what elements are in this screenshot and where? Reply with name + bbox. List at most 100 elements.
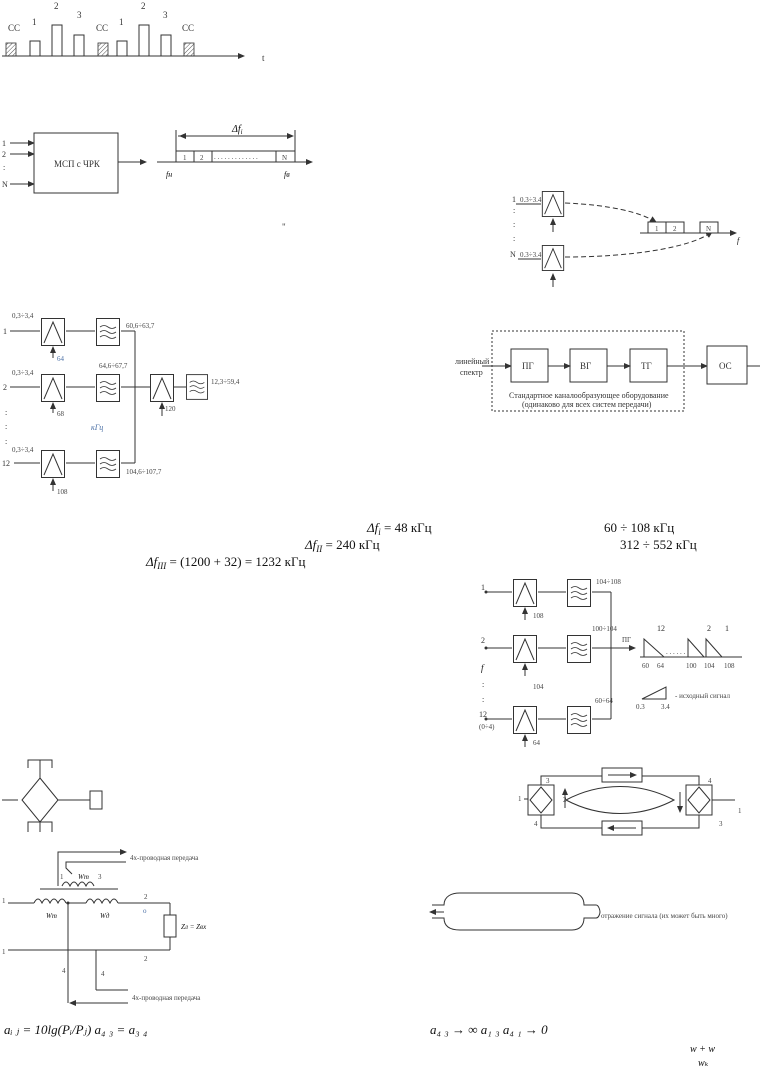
svg-text:Zл = Zвх: Zл = Zвх bbox=[181, 923, 207, 931]
svg-text:1: 1 bbox=[2, 897, 6, 905]
sync-pulse bbox=[5, 42, 17, 57]
svg-text:104,6÷107,7: 104,6÷107,7 bbox=[126, 468, 162, 476]
svg-text:104: 104 bbox=[704, 662, 715, 670]
svg-text:ТГ: ТГ bbox=[641, 361, 652, 371]
channel-pulse bbox=[160, 34, 172, 57]
svg-text:64: 64 bbox=[657, 662, 665, 670]
fdm-row-band: 0.3÷3.4 bbox=[520, 196, 542, 204]
pulse-label: 3 bbox=[77, 10, 82, 20]
tg-block bbox=[629, 348, 668, 383]
equipment-frame bbox=[491, 330, 685, 412]
svg-text:1: 1 bbox=[518, 795, 522, 803]
svg-text:3.4: 3.4 bbox=[661, 703, 670, 711]
svg-text:- исходный сигнал: - исходный сигнал bbox=[675, 692, 731, 700]
attenuation-formula: aᵢ ⱼ = 10lg(Pᵢ/Pⱼ) a₄ ₃ = a₃ ₄ bbox=[4, 1022, 148, 1037]
svg-text:4х-проводная передача: 4х-проводная передача bbox=[130, 854, 199, 862]
msp-block: 1 2 : N МСП с ЧРК Δfi 1 2 . . . . . . . … bbox=[2, 124, 313, 232]
svg-text:1: 1 bbox=[2, 948, 6, 956]
svg-text:100÷104: 100÷104 bbox=[592, 625, 617, 633]
tdm-timeline: СС 1 2 3 СС 1 2 3 СС t bbox=[2, 1, 265, 63]
svg-text:0,3÷3,4: 0,3÷3,4 bbox=[12, 446, 34, 454]
bandwidth-formulas: Δfi = 48 кГц ΔfII = 240 кГц ΔfIII = (120… bbox=[145, 520, 697, 571]
svg-text:(одинаково для всех систем пер: (одинаково для всех систем передачи) bbox=[522, 400, 652, 409]
svg-text:64,6÷67,7: 64,6÷67,7 bbox=[99, 362, 128, 370]
pulse-label: СС bbox=[8, 23, 20, 33]
svg-text:12: 12 bbox=[479, 710, 487, 719]
bottom-formulas: aᵢ ⱼ = 10lg(Pᵢ/Pⱼ) a₄ ₃ = a₃ ₄ a₄ ₃ → ∞ … bbox=[4, 1022, 715, 1069]
channel-pulse bbox=[73, 34, 85, 57]
channel-pulse bbox=[116, 40, 128, 57]
svg-text:ПГ: ПГ bbox=[622, 636, 631, 644]
pulse-label: 2 bbox=[54, 1, 59, 11]
svg-text:3: 3 bbox=[546, 777, 550, 785]
svg-text::: : bbox=[513, 206, 515, 215]
fdm-slot: 1 bbox=[655, 225, 659, 233]
svg-text:отражение сигнала (их может бы: отражение сигнала (их может быть много) bbox=[601, 912, 728, 920]
msp-input-label: N bbox=[2, 180, 8, 189]
svg-text:2: 2 bbox=[144, 893, 148, 901]
svg-text:104: 104 bbox=[533, 683, 544, 691]
svg-text:2: 2 bbox=[144, 955, 148, 963]
msp-input-label: : bbox=[3, 163, 5, 172]
msp-bandwidth-label: Δfi bbox=[231, 124, 243, 136]
svg-text:4: 4 bbox=[534, 820, 538, 828]
svg-text:0,3÷3,4: 0,3÷3,4 bbox=[12, 312, 34, 320]
svg-text:108: 108 bbox=[533, 612, 544, 620]
svg-text:12: 12 bbox=[657, 624, 665, 633]
svg-text:108: 108 bbox=[724, 662, 735, 670]
svg-text:wₖ: wₖ bbox=[698, 1058, 709, 1069]
fdm-f-label: f bbox=[737, 236, 741, 245]
channel-pulse bbox=[29, 40, 41, 57]
svg-text:4: 4 bbox=[62, 967, 66, 975]
svg-text:108: 108 bbox=[57, 488, 68, 496]
primary-group-diagram: 1 0,3÷3,4 64 60,6÷63,7 2 0,3÷3,4 68 64,6… bbox=[2, 312, 240, 496]
svg-text::: : bbox=[5, 422, 7, 431]
svg-text::: : bbox=[513, 220, 515, 229]
svg-text:1: 1 bbox=[725, 624, 729, 633]
pulse-label: СС bbox=[182, 23, 194, 33]
pulse-label: 3 bbox=[163, 10, 168, 20]
msp-slot: N bbox=[282, 154, 287, 162]
svg-text:100: 100 bbox=[686, 662, 697, 670]
pulse-label: 2 bbox=[141, 1, 146, 11]
standard-equipment: линейный спектр ПГ ВГ ТГ ОС Стандартное … bbox=[455, 330, 760, 412]
msp-dots: . . . . . . . . . . . . . bbox=[214, 153, 258, 161]
svg-text:3: 3 bbox=[98, 873, 102, 881]
svg-text::: : bbox=[482, 695, 484, 704]
svg-text:2: 2 bbox=[481, 636, 485, 645]
channel-pulse bbox=[138, 24, 150, 57]
range-vg: 312 ÷ 552 кГц bbox=[620, 537, 697, 552]
svg-text::: : bbox=[5, 437, 7, 446]
msp-box bbox=[33, 132, 119, 194]
pulse-label: 1 bbox=[119, 17, 124, 27]
svg-text:0,3÷3,4: 0,3÷3,4 bbox=[12, 369, 34, 377]
vg-block bbox=[569, 348, 608, 383]
msp-box-label: МСП с ЧРК bbox=[54, 159, 101, 169]
range-pg: 60 ÷ 108 кГц bbox=[604, 520, 674, 535]
khz-label: кГц bbox=[91, 423, 103, 432]
svg-text:4: 4 bbox=[708, 777, 712, 785]
svg-text:1: 1 bbox=[3, 327, 7, 336]
svg-text:Стандартное каналообразующее о: Стандартное каналообразующее оборудовани… bbox=[509, 391, 669, 400]
svg-text:1: 1 bbox=[60, 873, 64, 881]
msp-input-label: 2 bbox=[2, 150, 6, 159]
svg-text:12,3÷59,4: 12,3÷59,4 bbox=[211, 378, 240, 386]
hybrid-symbol bbox=[2, 759, 103, 832]
fdm-slot: N bbox=[706, 225, 711, 233]
svg-text:f: f bbox=[481, 663, 485, 673]
svg-text:Wт: Wт bbox=[46, 912, 57, 920]
svg-text:линейный: линейный bbox=[455, 357, 490, 366]
svg-text:ПГ: ПГ bbox=[522, 361, 534, 371]
svg-text:60: 60 bbox=[642, 662, 650, 670]
formula-delta-f3: ΔfIII = (1200 + 32) = 1232 кГц bbox=[145, 554, 305, 571]
svg-text:0.3: 0.3 bbox=[636, 703, 645, 711]
msp-slot: 1 bbox=[183, 154, 187, 162]
svg-text:w + w: w + w bbox=[690, 1044, 715, 1055]
stray-mark: " bbox=[282, 222, 286, 232]
line-reflections: отражение сигнала (их может быть много) bbox=[429, 892, 728, 931]
balance-impedance bbox=[89, 790, 103, 810]
msp-fn-label: fн bbox=[166, 170, 172, 179]
limit-formula: a₄ ₃ → ∞ a₁ ₃ a₄ ₁ → 0 bbox=[430, 1022, 548, 1037]
time-axis-label: t bbox=[262, 53, 265, 63]
